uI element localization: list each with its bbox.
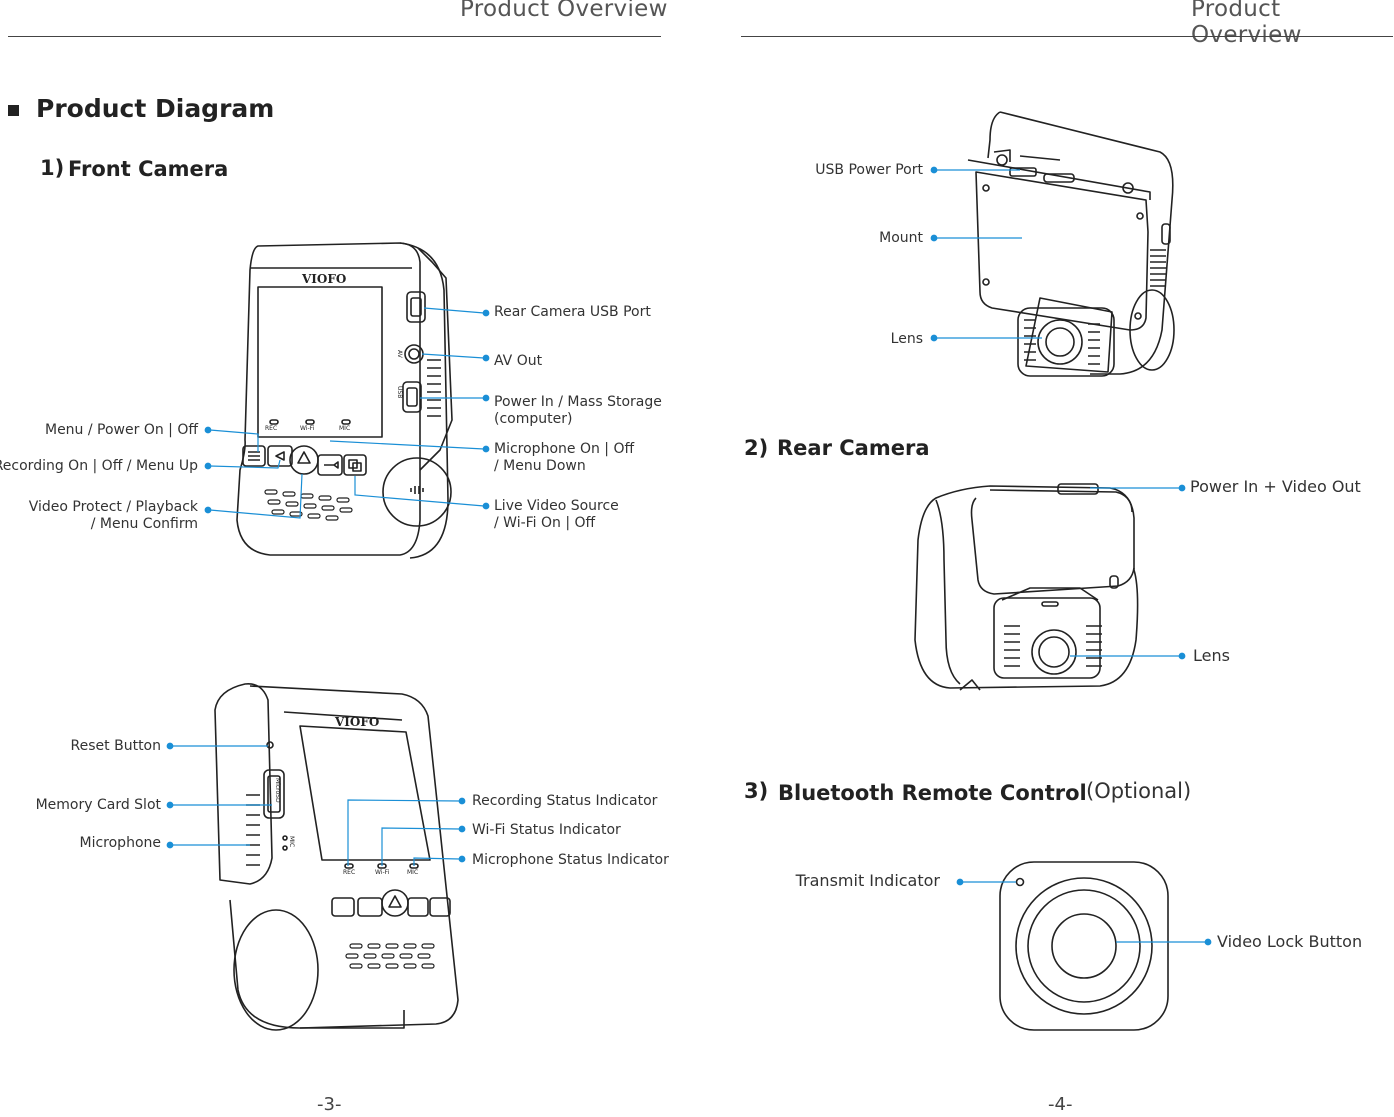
label-live-video-source: Live Video Source [494,498,619,514]
front-brand: VIOFO [301,272,346,286]
front-camera-back-illustration [214,683,459,1031]
label-microphone-on: Microphone On | Off [494,441,635,457]
back-mic-marking: MIC [407,869,418,876]
label-power-in: Power In / Mass Storage [494,394,662,410]
remote-illustration [999,861,1169,1031]
label-video-protect: Video Protect / Playback [28,499,198,515]
right-page-number: -4- [1048,1094,1073,1115]
remote-optional: (Optional) [1086,779,1192,803]
label-menu-power: Menu / Power On | Off [44,422,198,438]
label-microphone-on-line2: / Menu Down [494,458,586,474]
label-rear-lens: Lens [1193,646,1230,665]
front-camera-number: 1) [40,156,65,180]
label-av-out: AV Out [494,353,543,369]
label-memory-card-slot: Memory Card Slot [35,797,161,813]
front-camera-illustration [236,242,453,559]
mount-view-illustration [967,111,1175,377]
label-power-in-line2: (computer) [494,411,573,427]
left-page-header: Product Overview [460,0,668,22]
label-mount: Mount [879,230,923,246]
remote-title: Bluetooth Remote Control [778,781,1087,805]
remote-number: 3) [744,779,769,803]
label-mic-status: Microphone Status Indicator [472,852,669,868]
microsd-marking: MicroSD [274,778,281,803]
right-page-header: Product Overview [1191,0,1302,48]
label-microphone: Microphone [79,835,162,851]
label-recording-status: Recording Status Indicator [472,793,658,809]
rear-camera-illustration [914,483,1139,691]
rear-camera-title: Rear Camera [777,436,930,460]
left-page-number: -3- [317,1094,342,1115]
front-mic-marking: MIC [339,425,350,432]
front-rec-marking: REC [265,425,277,432]
label-usb-power-port: USB Power Port [815,162,923,178]
front-camera-title: Front Camera [68,157,229,181]
back-brand: VIOFO [334,715,379,729]
usb-marking: USB [396,386,403,398]
back-wifi-marking: Wi-Fi [375,869,390,876]
label-power-video-out: Power In + Video Out [1190,477,1361,496]
label-video-lock-button: Video Lock Button [1217,932,1363,951]
label-rear-camera-usb-port: Rear Camera USB Port [494,304,651,320]
label-reset-button: Reset Button [70,738,161,754]
av-marking: AV [396,350,403,359]
section-title: Product Diagram [36,94,275,123]
label-transmit-indicator: Transmit Indicator [795,871,940,890]
rear-camera-number: 2) [744,436,769,460]
left-header-rule [8,36,661,37]
right-header-rule [741,36,1393,37]
label-recording: Recording On | Off / Menu Up [0,458,198,474]
section-bullet-icon [8,105,19,116]
front-wifi-marking: Wi-Fi [300,425,315,432]
back-mic-port-marking: MIC [288,836,295,847]
label-live-video-source-line2: / Wi-Fi On | Off [494,515,596,531]
label-mount-lens: Lens [890,331,923,347]
label-video-protect-line2: / Menu Confirm [90,516,198,532]
back-rec-marking: REC [343,869,355,876]
label-wifi-status: Wi-Fi Status Indicator [472,822,621,838]
